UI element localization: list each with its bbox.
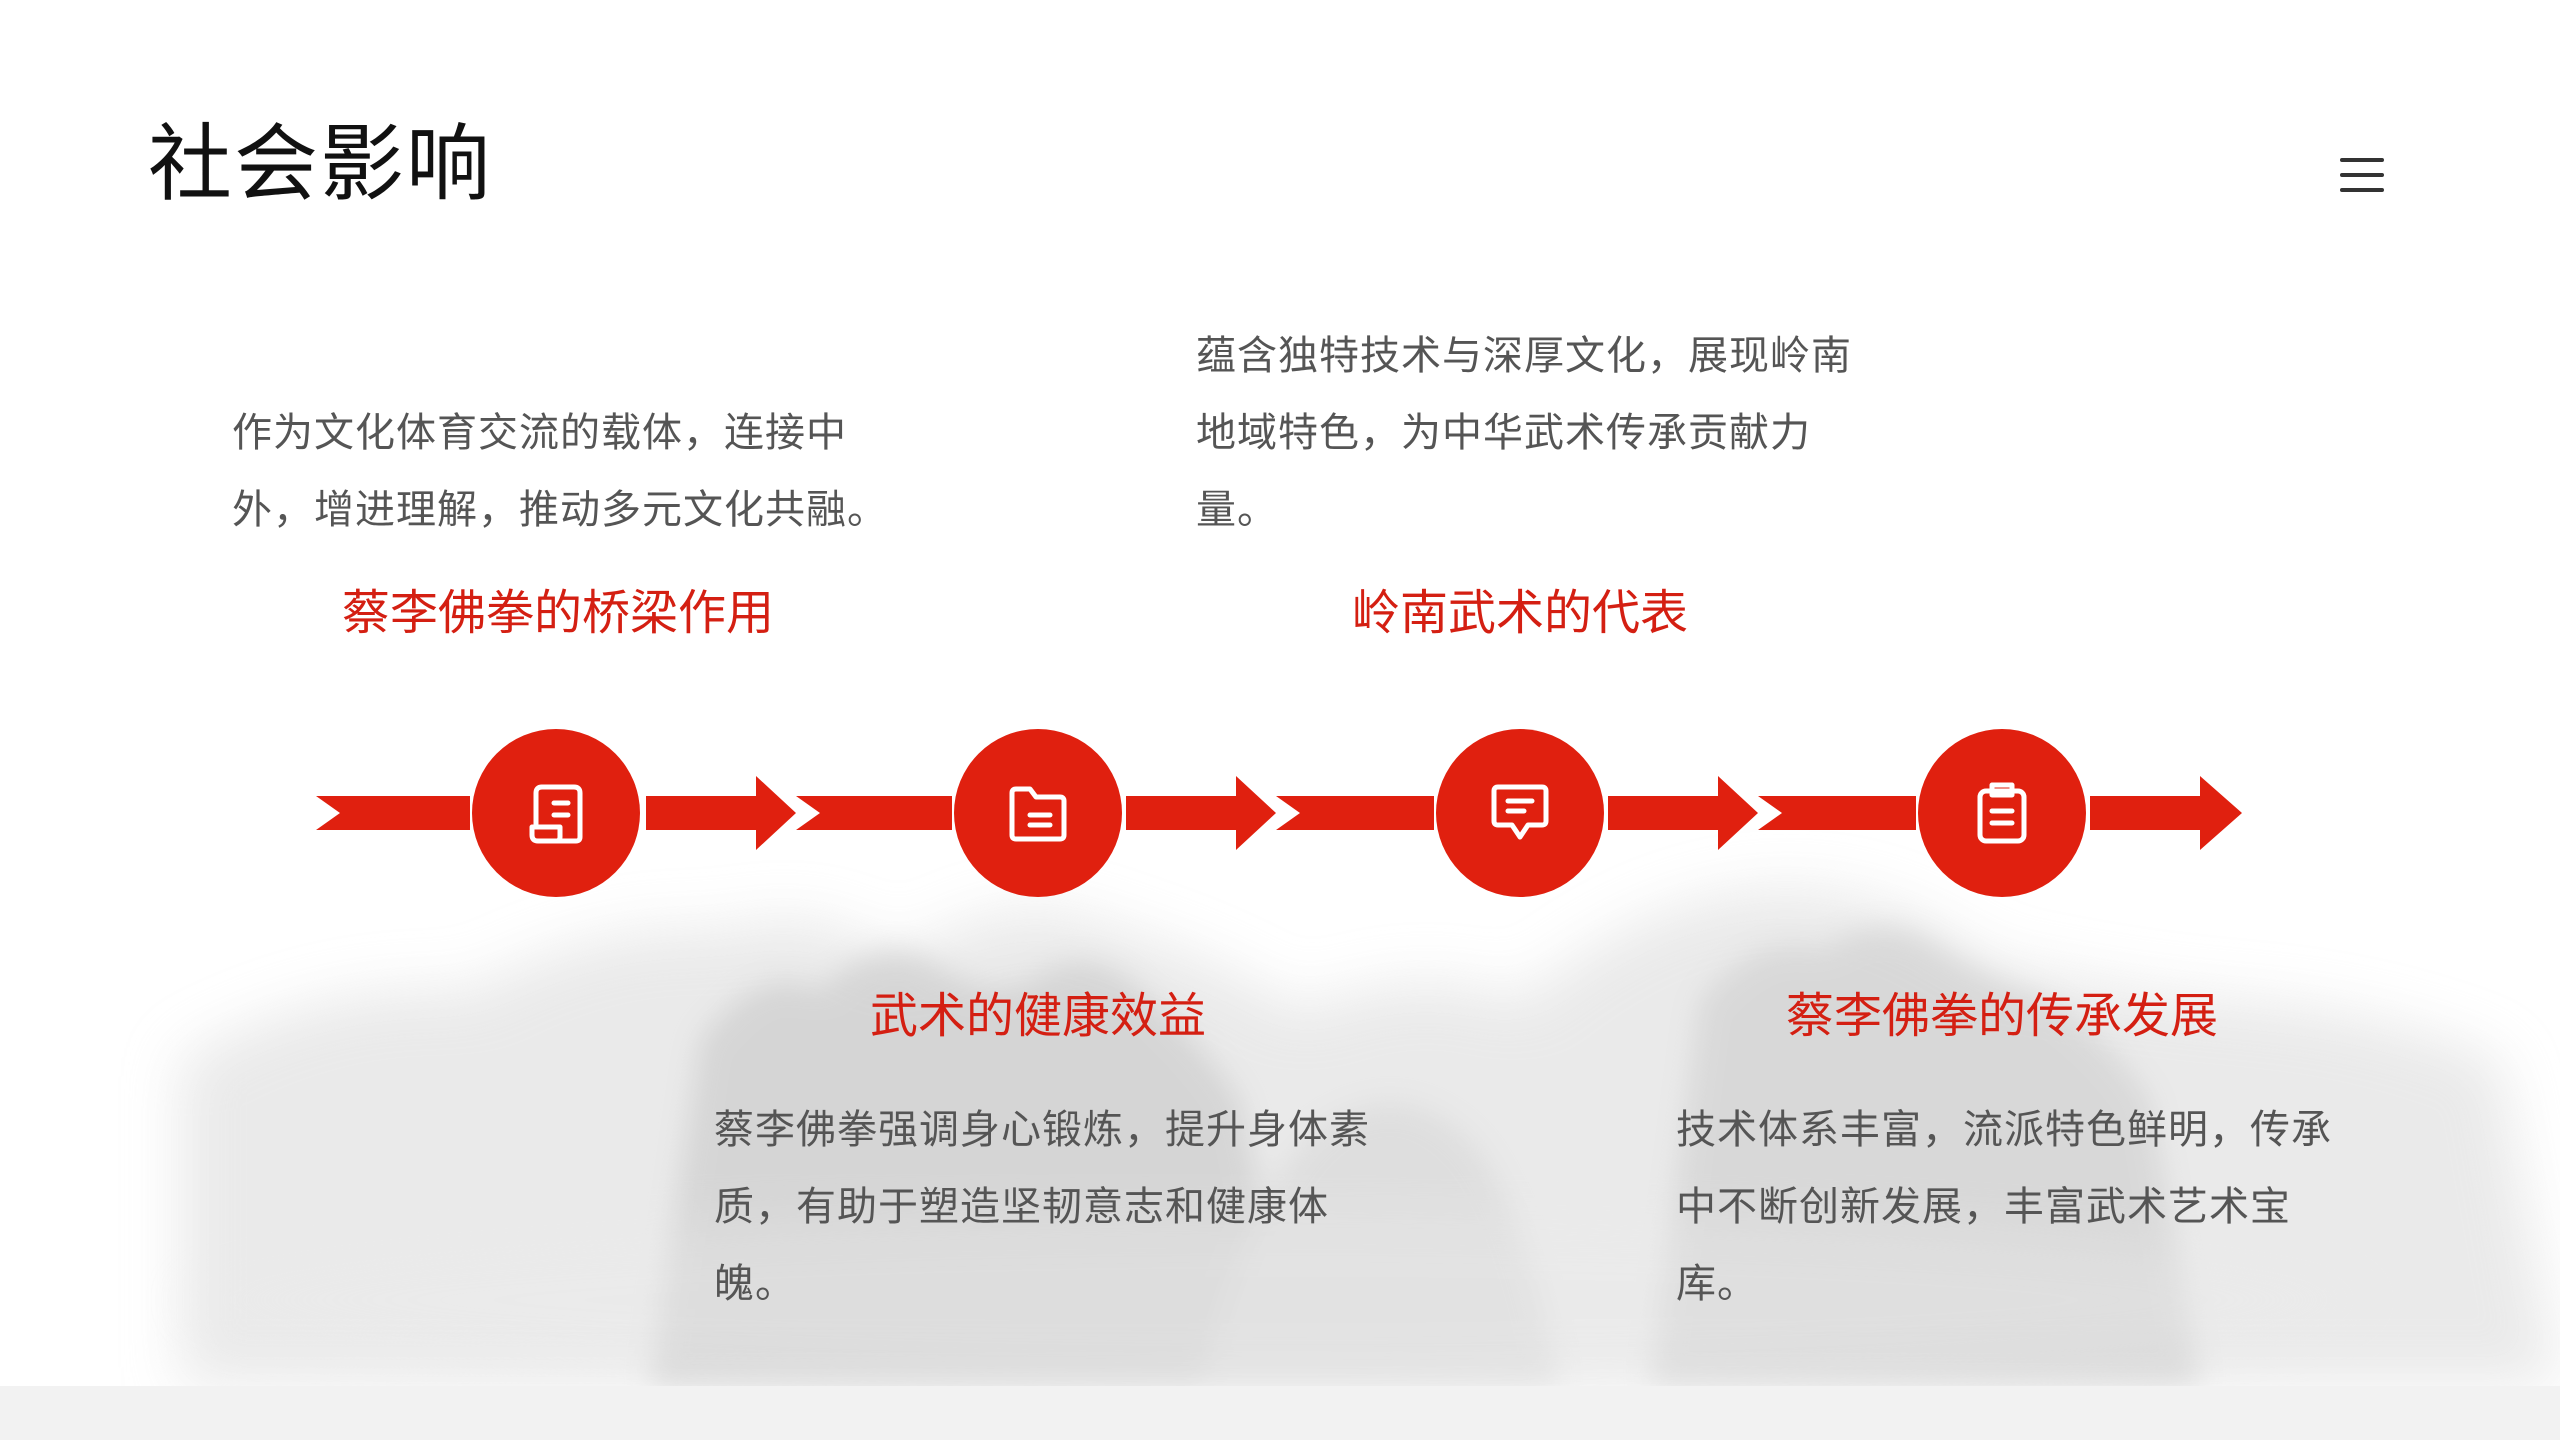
arrow-segment-5 bbox=[1276, 796, 1434, 830]
page-title: 社会影响 bbox=[148, 115, 493, 213]
stage-4-title: 蔡李佛拳的传承发展 bbox=[1786, 988, 2219, 1044]
timeline-arrows bbox=[316, 776, 2242, 850]
stage-4-description: 技术体系丰富，流派特色鲜明，传承中不断创新发展，丰富武术艺术宝库。 bbox=[1676, 1107, 2332, 1307]
stage-1-description: 作为文化体育交流的载体，连接中外，增进理解，推动多元文化共融。 bbox=[232, 410, 888, 533]
document-icon bbox=[529, 784, 583, 844]
stage-2-node[interactable] bbox=[954, 729, 1122, 897]
message-icon bbox=[1491, 784, 1549, 840]
arrow-segment-8 bbox=[2090, 776, 2242, 850]
arrow-segment-4 bbox=[1126, 776, 1276, 850]
stage-2-title: 武术的健康效益 bbox=[870, 988, 1207, 1044]
hamburger-menu-icon[interactable] bbox=[2340, 158, 2384, 192]
stage-1-node[interactable] bbox=[472, 729, 640, 897]
slide: 社会影响 作为文化体育交流的载体，连接中外，增进理解，推动多元文化共融。 蔡李佛… bbox=[148, 115, 2560, 1386]
stage-3-description: 蕴含独特技术与深厚文化，展现岭南地域特色，为中华武术传承贡献力量。 bbox=[1196, 333, 1852, 533]
stage-3-node[interactable] bbox=[1436, 729, 1604, 897]
arrow-segment-7 bbox=[1758, 796, 1916, 830]
stage-1-title: 蔡李佛拳的桥梁作用 bbox=[342, 585, 775, 641]
arrow-segment-1 bbox=[316, 796, 470, 830]
stage-4-node[interactable] bbox=[1918, 729, 2086, 897]
ink-mountains-background bbox=[180, 888, 2560, 1386]
clipboard-icon bbox=[1977, 782, 2027, 844]
bottom-bar bbox=[0, 1386, 2560, 1440]
stage-2-description: 蔡李佛拳强调身心锻炼，提升身体素质，有助于塑造坚韧意志和健康体魄。 bbox=[714, 1107, 1370, 1307]
arrow-segment-6 bbox=[1608, 776, 1758, 850]
arrow-segment-3 bbox=[796, 796, 952, 830]
stage-3-title: 岭南武术的代表 bbox=[1352, 585, 1689, 641]
arrow-segment-2 bbox=[646, 776, 796, 850]
folder-icon bbox=[1009, 786, 1067, 842]
